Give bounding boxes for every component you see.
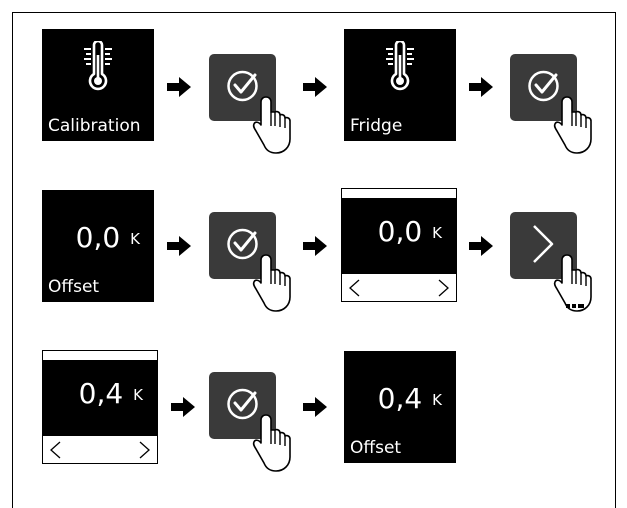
arrow-right-icon <box>303 77 327 97</box>
offset-value-number: 0,0 <box>75 221 121 254</box>
value-display: 0,4 K <box>43 360 157 436</box>
pointing-hand-icon <box>252 413 292 473</box>
chevron-right-icon[interactable] <box>139 441 151 459</box>
press-hold-icon <box>566 304 584 308</box>
fridge-screen: Fridge <box>344 29 456 141</box>
adjust-strip <box>342 275 456 301</box>
calibration-screen: Calibration <box>42 29 154 141</box>
arrow-right-icon <box>167 77 191 97</box>
pointing-hand-icon <box>252 253 292 313</box>
calibration-label: Calibration <box>48 116 141 136</box>
offset-label: Offset <box>48 277 100 297</box>
arrow-right-icon <box>469 77 493 97</box>
offset-value: 0,0 K <box>76 224 140 252</box>
final-value-number: 0,4 <box>377 382 423 415</box>
chevron-left-icon[interactable] <box>49 441 61 459</box>
edit-value-number: 0,4 <box>78 377 124 410</box>
thermometer-icon <box>380 41 420 93</box>
thermometer-icon <box>78 41 118 93</box>
edit-value: 0,4 K <box>79 380 143 408</box>
arrow-right-icon <box>303 397 327 417</box>
edit-value: 0,0 K <box>378 218 442 246</box>
arrow-right-icon <box>303 236 327 256</box>
pointing-hand-icon <box>553 95 593 155</box>
arrow-right-icon <box>167 236 191 256</box>
final-value-unit: K <box>432 391 442 409</box>
offset-label: Offset <box>350 438 402 458</box>
offset-value-unit: K <box>130 230 140 248</box>
pointing-hand-icon <box>252 95 292 155</box>
edit-value-unit: K <box>133 386 143 404</box>
diagram-frame <box>12 12 616 508</box>
arrow-right-icon <box>469 236 493 256</box>
final-offset-screen: 0,4 K Offset <box>344 351 456 463</box>
arrow-right-icon <box>171 397 195 417</box>
chevron-right-icon[interactable] <box>438 279 450 297</box>
edit-value-unit: K <box>432 224 442 242</box>
fridge-label: Fridge <box>350 116 403 136</box>
offset-edit-screen: 0,4 K <box>42 350 158 464</box>
chevron-left-icon[interactable] <box>348 279 360 297</box>
offset-edit-screen: 0,0 K <box>341 188 457 302</box>
offset-screen: 0,0 K Offset <box>42 190 154 302</box>
final-value: 0,4 K <box>378 385 442 413</box>
edit-value-number: 0,0 <box>377 215 423 248</box>
value-display: 0,0 K <box>342 198 456 274</box>
adjust-strip <box>43 437 157 463</box>
